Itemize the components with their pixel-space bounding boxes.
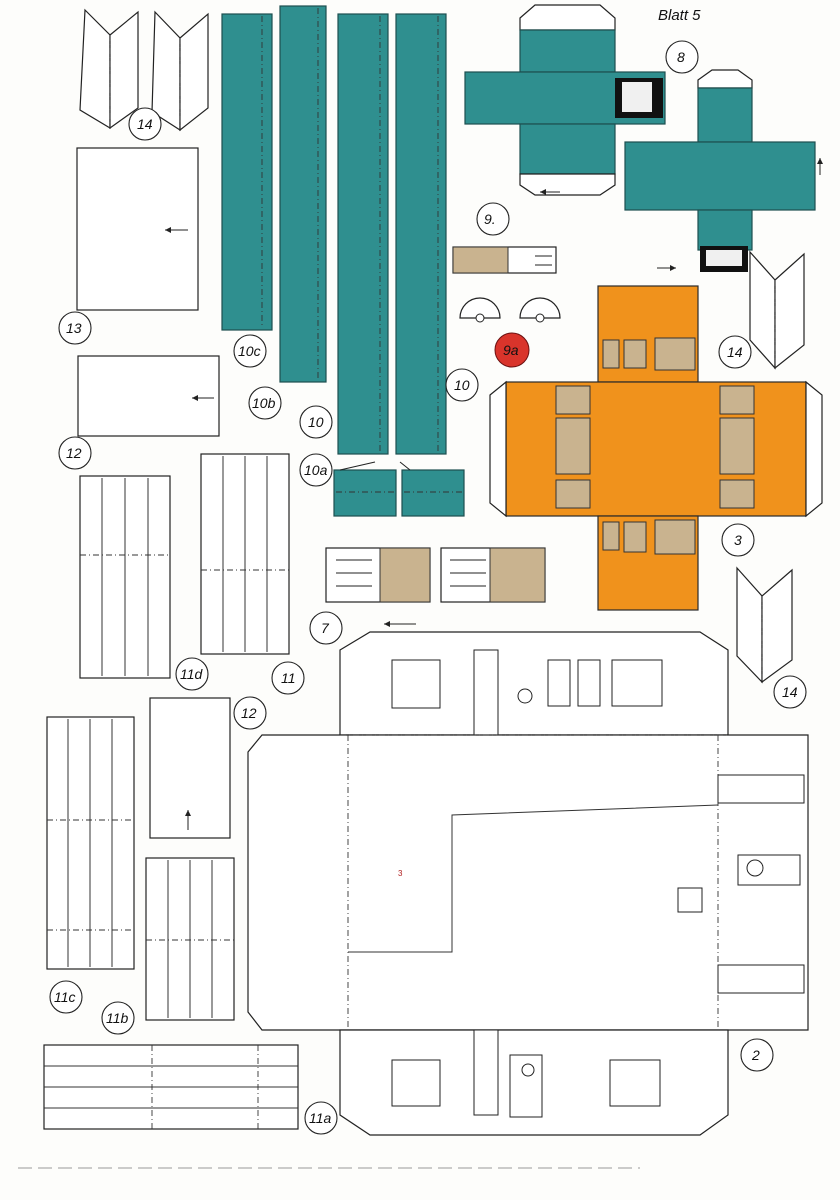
part-14-right-lower: 14 (736, 566, 807, 709)
label-2: 2 (751, 1047, 760, 1063)
label-3: 3 (734, 532, 742, 548)
part-10a: 10a (299, 453, 465, 517)
label-9: 9. (484, 211, 496, 227)
part-13: 13 (58, 147, 199, 345)
label-14-c: 14 (782, 684, 798, 700)
label-9a: 9a (503, 342, 519, 358)
part-7: 7 (309, 547, 546, 645)
label-11: 11 (281, 670, 296, 686)
part-14-right-upper: 14 (718, 250, 805, 370)
label-14-a: 14 (137, 116, 153, 132)
label-11c: 11c (54, 989, 76, 1005)
part-2-base: 3 2 (247, 631, 809, 1136)
part-11a: 11a (43, 1044, 338, 1135)
part-11d: 11d (79, 475, 209, 691)
part-10b-strip: 10b (248, 5, 327, 420)
label-10b: 10b (252, 395, 276, 411)
base-center-mark: 3 (398, 869, 403, 878)
label-14-b: 14 (727, 344, 743, 360)
label-11d: 11d (180, 666, 204, 682)
part-11c: 11c (46, 716, 135, 1014)
label-12-upper: 12 (66, 445, 82, 461)
label-11b: 11b (106, 1010, 129, 1026)
part-9a: 9a (459, 297, 561, 368)
label-10-left: 10 (308, 414, 324, 430)
sheet-title: Blatt 5 (658, 7, 701, 24)
part-10c-strip: 10c (221, 13, 273, 368)
part-11b: 11b (101, 857, 235, 1035)
part-10-strip-left: 10 (299, 13, 389, 455)
label-12-lower: 12 (241, 705, 257, 721)
part-9: 9. (452, 202, 557, 274)
label-10-right: 10 (454, 377, 470, 393)
part-14-top-left: 14 (79, 8, 209, 141)
part-12-upper: 12 (58, 355, 220, 470)
label-10a: 10a (304, 462, 328, 478)
label-8: 8 (677, 49, 685, 65)
label-13: 13 (66, 320, 82, 336)
part-10-strip-right: 10 (395, 13, 479, 455)
part-8-cross: 8 (624, 40, 823, 272)
part-12-lower: 12 (149, 696, 267, 839)
label-10c: 10c (238, 343, 261, 359)
part-11: 11 (200, 453, 305, 695)
label-7: 7 (321, 620, 330, 636)
label-11a: 11a (309, 1110, 332, 1126)
part-3-orange-cross: 3 (489, 265, 823, 611)
teal-cross-top (464, 4, 666, 196)
